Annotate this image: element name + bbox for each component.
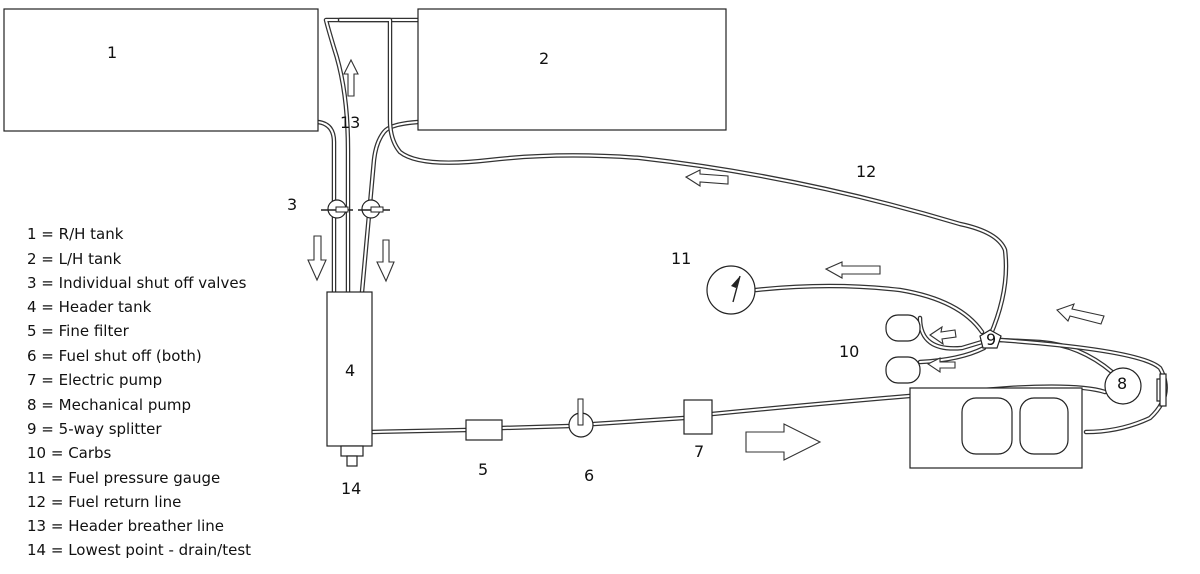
legend: 1 = R/H tank 2 = L/H tank 3 = Individual…	[27, 225, 251, 559]
legend-item: 4 = Header tank	[27, 298, 152, 316]
label-tank-lh: 2	[539, 49, 549, 68]
legend-item: 10 = Carbs	[27, 444, 112, 462]
legend-item: 12 = Fuel return line	[27, 493, 181, 511]
arrow-main-feed	[745, 423, 822, 461]
gauge-line	[753, 283, 985, 335]
label-pressure-gauge: 11	[671, 249, 691, 268]
label-breather-line: 13	[340, 113, 360, 132]
label-drain: 14	[341, 479, 361, 498]
flow-arrows	[307, 58, 1105, 461]
label-fuel-shutoff: 6	[584, 466, 594, 485]
carb-lower	[885, 356, 921, 384]
legend-item: 7 = Electric pump	[27, 371, 162, 389]
legend-item: 11 = Fuel pressure gauge	[27, 469, 220, 487]
legend-item: 9 = 5-way splitter	[27, 420, 162, 438]
arrow-return-line	[684, 169, 729, 188]
label-return-line: 12	[856, 162, 876, 181]
shutoff-valve-left	[321, 199, 353, 219]
pipes	[315, 17, 1168, 435]
arrow-down-left	[307, 235, 327, 282]
header-tank	[326, 291, 373, 447]
legend-item: 13 = Header breather line	[27, 517, 224, 535]
pressure-gauge	[706, 265, 756, 315]
label-splitter: 9	[986, 330, 996, 349]
label-valves: 3	[287, 195, 297, 214]
engine-cylinder-left	[961, 397, 1013, 455]
drain-outlet	[340, 445, 364, 457]
engine-cylinder-right	[1019, 397, 1069, 455]
legend-item: 14 = Lowest point - drain/test	[27, 541, 251, 559]
electric-pump	[683, 399, 713, 435]
drain-plug	[346, 455, 358, 467]
legend-item: 3 = Individual shut off valves	[27, 274, 247, 292]
mechanical-pump	[1104, 367, 1142, 405]
legend-item: 5 = Fine filter	[27, 322, 130, 340]
arrow-up-breather	[343, 58, 359, 97]
carb-upper	[885, 314, 921, 342]
tank-rh	[3, 8, 319, 132]
tank-lh	[417, 8, 727, 131]
five-way-splitter	[979, 329, 1002, 349]
legend-item: 2 = L/H tank	[27, 250, 122, 268]
arrow-gauge-line	[824, 261, 881, 279]
label-carbs: 10	[839, 342, 859, 361]
label-header-tank: 4	[345, 361, 355, 380]
legend-item: 1 = R/H tank	[27, 225, 124, 243]
arrow-down-right	[376, 239, 395, 283]
label-mechanical-pump: 8	[1117, 374, 1127, 393]
arrow-to-carb-upper	[929, 325, 957, 346]
fine-filter	[465, 419, 503, 441]
arrow-pump-in	[1055, 303, 1105, 325]
label-electric-pump: 7	[694, 442, 704, 461]
mechanical-pump-mount-plate	[1159, 373, 1167, 407]
legend-item: 6 = Fuel shut off (both)	[27, 347, 202, 365]
fuel-shutoff-valve	[568, 398, 594, 438]
label-tank-rh: 1	[107, 43, 117, 62]
legend-item: 8 = Mechanical pump	[27, 396, 191, 414]
label-fine-filter: 5	[478, 460, 488, 479]
shutoff-valve-right	[358, 199, 390, 219]
arrow-to-carb-lower	[926, 357, 956, 374]
